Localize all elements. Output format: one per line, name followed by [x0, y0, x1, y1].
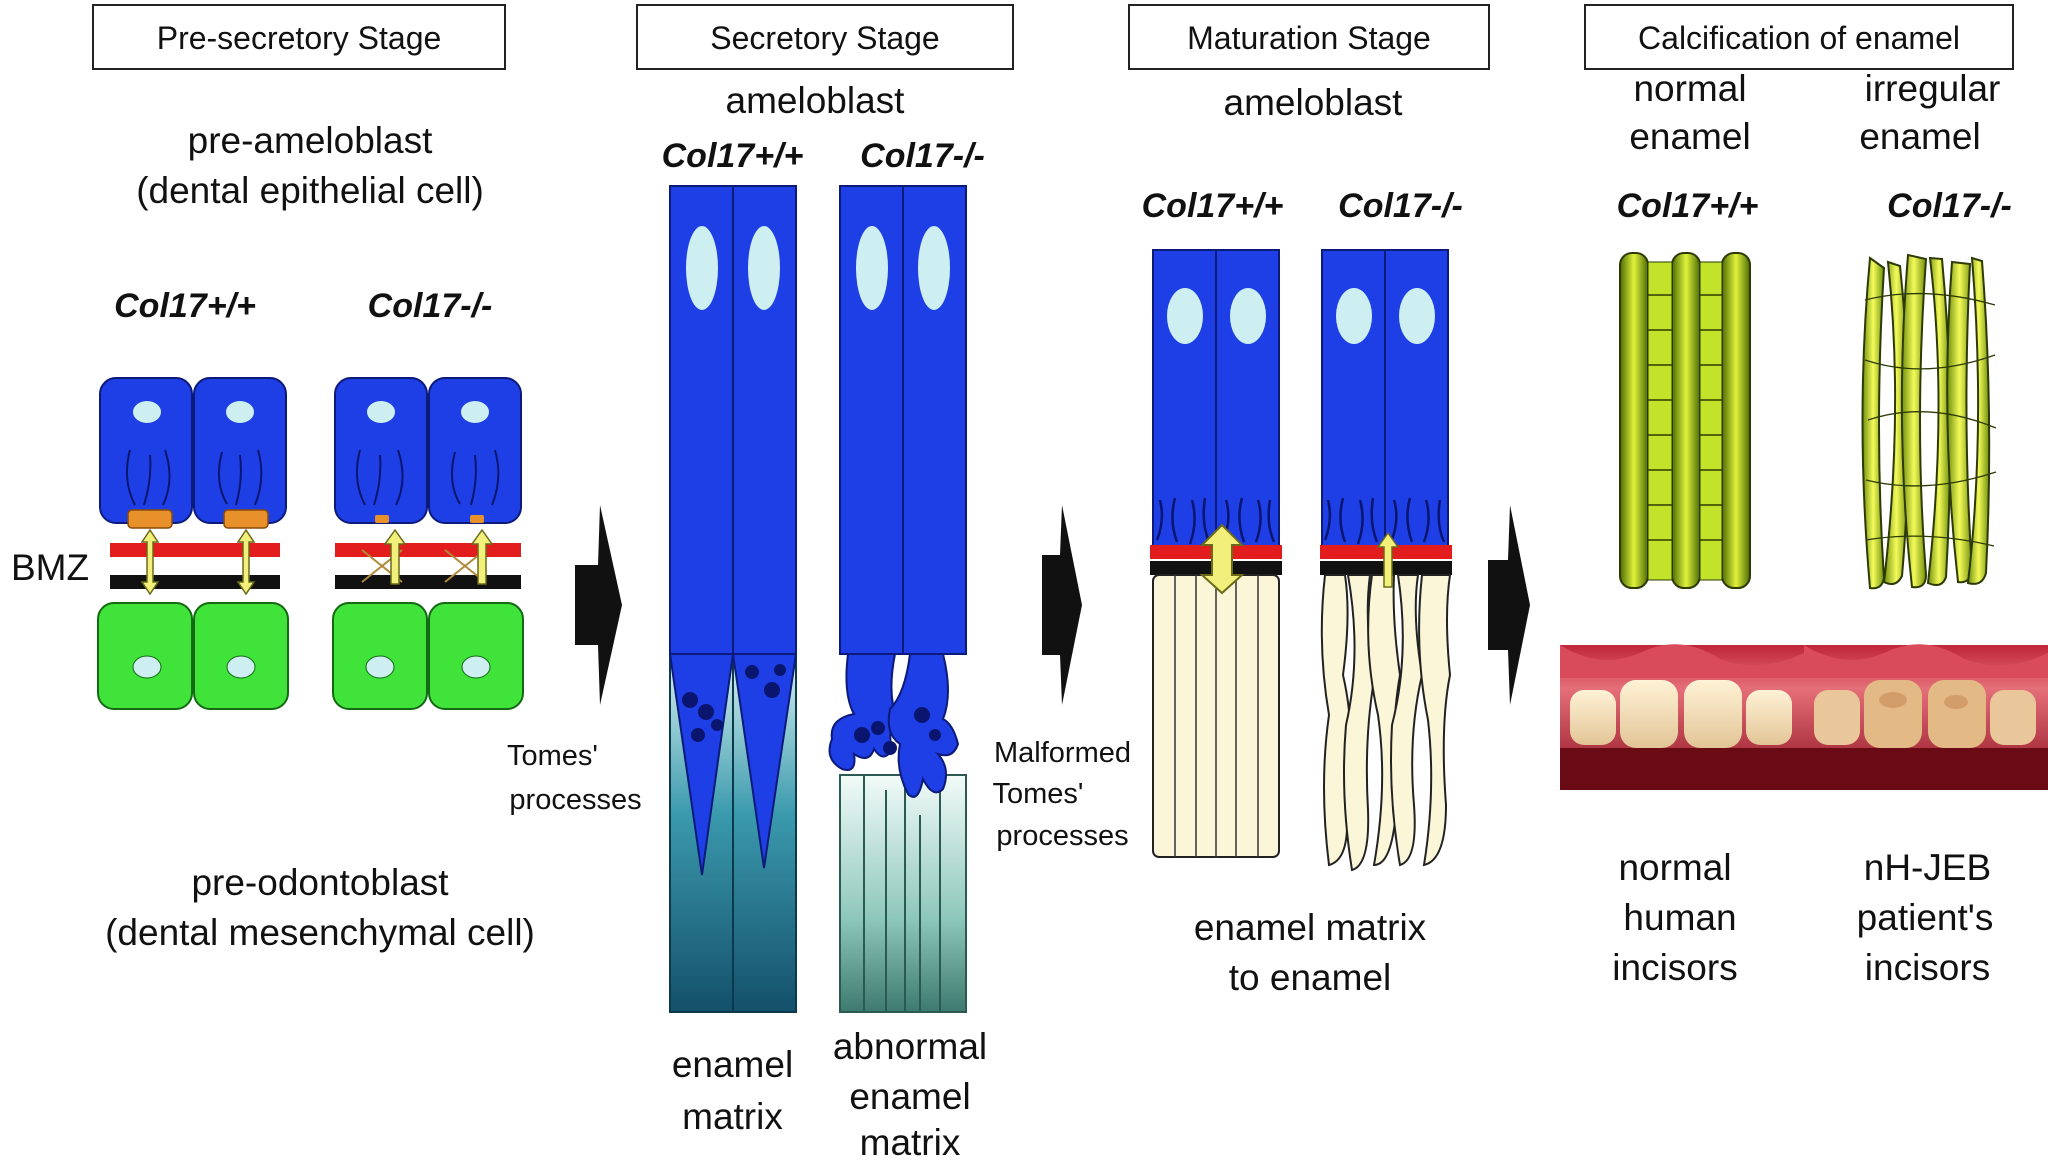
presecretory-genotype-wt: Col17+/+ — [114, 287, 256, 325]
calcification-genotype-ko: Col17-/- — [1887, 187, 2012, 225]
secretory-ko-malformed-processes — [828, 653, 960, 798]
presecretory-ko-epithelial-cells — [334, 377, 522, 524]
stage-title-presecretory: Pre-secretory Stage — [156, 20, 442, 56]
stage-header-secretory: Secretory Stage — [636, 4, 1014, 70]
pre-ameloblast-label: pre-ameloblast — [187, 120, 433, 161]
maturation-ko-arrow — [1376, 531, 1400, 588]
calcified-normal-enamel — [1619, 252, 1751, 589]
abnormal-enamel-matrix-label-1: abnormal — [832, 1026, 988, 1067]
abnormal-enamel-matrix-label-2: enamel — [849, 1076, 971, 1117]
calcified-irregular-enamel — [1861, 253, 1997, 590]
presecretory-genotype-ko: Col17-/- — [367, 287, 493, 325]
nh-jeb-incisors-label-3: incisors — [1864, 947, 1991, 988]
stage-title-secretory: Secretory Stage — [710, 20, 940, 56]
maturation-genotype-wt: Col17+/+ — [1141, 187, 1284, 225]
presecretory-wt-epithelial-cells — [99, 377, 287, 524]
stage-header-maturation: Maturation Stage — [1128, 4, 1490, 70]
maturation-ko-enamel — [1320, 574, 1452, 872]
normal-human-incisors-label-3: incisors — [1612, 947, 1738, 988]
irregular-enamel-label-1: irregular — [1864, 68, 2001, 109]
dental-epithelial-cell-label: (dental epithelial cell) — [136, 170, 484, 211]
maturation-bmz — [1150, 545, 1452, 575]
bmz-label: BMZ — [10, 547, 90, 588]
malformed-tomes-label-3: processes — [996, 820, 1129, 852]
secretory-wt-tomes-processes — [668, 653, 798, 876]
maturation-wt-ameloblasts — [1152, 249, 1280, 551]
secretory-ko-ameloblasts — [839, 185, 967, 655]
presecretory-bmz-layers — [110, 543, 521, 589]
normal-human-incisors-label-2: human — [1623, 897, 1737, 938]
stage-header-calcification: Calcification of enamel — [1584, 4, 2014, 70]
presecretory-arrows — [140, 528, 494, 596]
stage-title-maturation: Maturation Stage — [1187, 20, 1431, 56]
stage-arrow-2 — [1042, 505, 1082, 705]
tomes-processes-label-1: Tomes' — [507, 740, 598, 772]
malformed-tomes-label-1: Malformed — [994, 737, 1131, 769]
presecretory-hemidesmosomes — [127, 509, 484, 529]
enamel-matrix-to-enamel-label-1: enamel matrix — [1193, 907, 1427, 948]
irregular-enamel-label-2: enamel — [1859, 116, 1981, 157]
pre-odontoblast-label: pre-odontoblast — [191, 862, 449, 903]
maturation-genotype-ko: Col17-/- — [1338, 187, 1463, 225]
stage-title-calcification: Calcification of enamel — [1638, 20, 1960, 56]
malformed-tomes-label-2: Tomes' — [992, 778, 1084, 810]
maturation-wt-arrow — [1199, 523, 1245, 595]
enamel-matrix-to-enamel-label-2: to enamel — [1228, 957, 1392, 998]
maturation-ko-ameloblasts — [1321, 249, 1449, 551]
tomes-processes-label-2: processes — [509, 784, 642, 816]
nh-jeb-incisors-label-2: patient's — [1856, 897, 1994, 938]
normal-enamel-label-2: enamel — [1629, 116, 1751, 157]
enamel-matrix-label-2: matrix — [682, 1096, 783, 1137]
normal-human-incisors-label-1: normal — [1618, 847, 1732, 888]
calcification-genotype-wt: Col17+/+ — [1616, 187, 1759, 225]
secretory-genotype-ko: Col17-/- — [860, 137, 985, 175]
stage-header-presecretory: Pre-secretory Stage — [92, 4, 506, 70]
nhjeb-incisors-photo — [1804, 644, 2048, 790]
presecretory-mesenchymal-cells — [97, 602, 524, 710]
nh-jeb-incisors-label-1: nH-JEB — [1863, 847, 1992, 888]
maturation-ameloblast-label: ameloblast — [1223, 82, 1403, 123]
secretory-wt-ameloblasts — [669, 185, 797, 655]
normal-enamel-label-1: normal — [1633, 68, 1747, 109]
secretory-ameloblast-label: ameloblast — [725, 80, 905, 121]
secretory-ko-abnormal-matrix — [839, 774, 967, 1013]
dental-mesenchymal-cell-label: (dental mesenchymal cell) — [105, 912, 535, 953]
normal-incisors-photo — [1560, 644, 1804, 790]
enamel-matrix-label-1: enamel — [671, 1044, 794, 1085]
maturation-wt-enamel — [1152, 574, 1280, 858]
stage-arrow-3 — [1488, 505, 1530, 705]
secretory-genotype-wt: Col17+/+ — [661, 137, 804, 175]
stage-arrow-1 — [575, 505, 622, 705]
